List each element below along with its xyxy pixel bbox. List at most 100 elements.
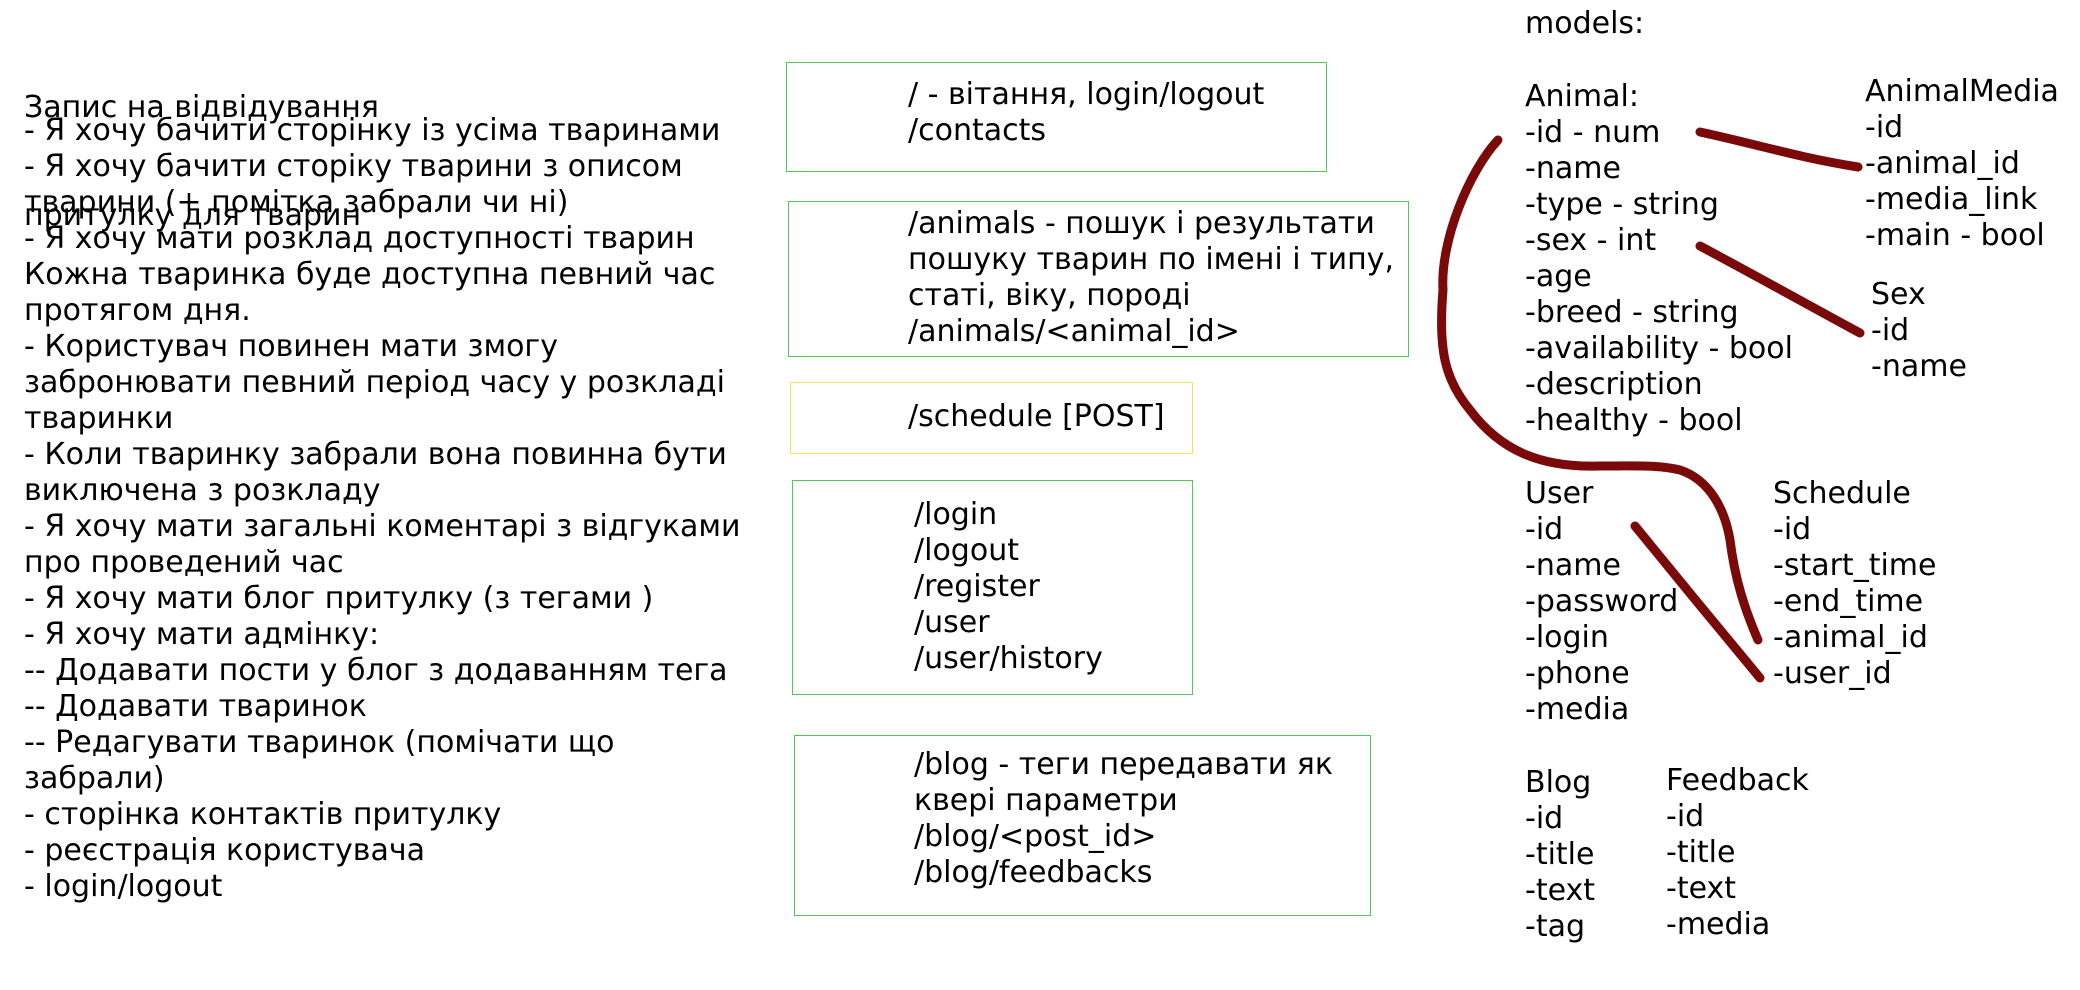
requirement-line: - сторінка контактів притулку: [24, 797, 502, 832]
route-line: /register: [914, 569, 1040, 604]
route-line: статі, віку, породі: [908, 278, 1191, 313]
entity-field: -phone: [1525, 656, 1630, 691]
route-line: /logout: [914, 533, 1019, 568]
requirement-line: - login/logout: [24, 869, 223, 904]
entity-sex: Sex-id-name: [1871, 277, 1967, 385]
entity-field: -name: [1525, 548, 1621, 583]
requirement-line: -- Додавати тваринок: [24, 689, 367, 724]
entity-field: -name: [1525, 151, 1621, 186]
entity-field: -id: [1865, 110, 1904, 145]
entity-field: -age: [1525, 259, 1592, 294]
requirement-line: - Я хочу бачити сторіку тварини з описом: [24, 149, 683, 184]
route-line: пошуку тварин по імені і типу,: [908, 242, 1394, 277]
route-box-schedule: /schedule [POST]: [790, 382, 1193, 454]
route-line: /blog/feedbacks: [914, 855, 1153, 890]
entity-field: -title: [1666, 835, 1736, 870]
entity-name: Schedule: [1773, 476, 1911, 511]
requirement-line: забрали): [24, 761, 165, 796]
entity-name: Animal:: [1525, 79, 1639, 114]
route-lines: /login/logout/register/user/user/history: [914, 497, 1103, 677]
entity-field: -animal_id: [1865, 146, 2020, 181]
route-line: /animals - пошук і результати: [908, 206, 1375, 241]
entity-field: -tag: [1525, 909, 1586, 944]
requirement-line: Кожна тваринка буде доступна певний час: [24, 257, 716, 292]
entity-field: -start_time: [1773, 548, 1937, 583]
requirement-line: -- Редагувати тваринок (помічати що: [24, 725, 615, 760]
entity-field: -end_time: [1773, 584, 1924, 619]
entity-field: -media_link: [1865, 182, 2038, 217]
requirement-line: забронювати певний період часу у розклад…: [24, 365, 725, 400]
requirements-list: - Я хочу бачити сторінку із усіма тварин…: [24, 113, 741, 905]
entity-name: Blog: [1525, 765, 1592, 800]
requirement-line: - Я хочу мати розклад доступності тварин: [24, 221, 695, 256]
entity-field: -main - bool: [1865, 218, 2045, 253]
requirement-line: -- Додавати пости у блог з додаванням те…: [24, 653, 728, 688]
entity-field: -breed - string: [1525, 295, 1739, 330]
entity-blog: Blog-id-title-text-tag: [1525, 765, 1595, 945]
requirement-line: - Коли тваринку забрали вона повинна бут…: [24, 437, 727, 472]
requirements-title-line: притулку для тварин: [24, 198, 362, 233]
entity-field: -sex - int: [1525, 223, 1657, 258]
requirement-line: - реєстрація користувача: [24, 833, 425, 868]
entity-field: -animal_id: [1773, 620, 1928, 655]
entity-animal-media: AnimalMedia-id-animal_id-media_link-main…: [1865, 74, 2059, 254]
route-line: квері параметри: [914, 783, 1178, 818]
route-line: /schedule [POST]: [908, 399, 1165, 434]
route-lines: / - вітання, login/logout/contacts: [908, 77, 1264, 149]
requirement-line: - Я хочу мати адмінку:: [24, 617, 380, 652]
entity-field: -title: [1525, 837, 1595, 872]
entity-field: -description: [1525, 367, 1703, 402]
route-line: /blog/<post_id>: [914, 819, 1157, 854]
entity-field: -media: [1666, 907, 1771, 942]
route-lines: /schedule [POST]: [908, 399, 1165, 435]
route-line: /blog - теги передавати як: [914, 747, 1333, 782]
entity-field: -id: [1525, 512, 1564, 547]
entity-name: Feedback: [1666, 763, 1809, 798]
entity-field: -healthy - bool: [1525, 403, 1743, 438]
entity-field: -id - num: [1525, 115, 1661, 150]
route-line: /contacts: [908, 113, 1047, 148]
entity-field: -id: [1773, 512, 1812, 547]
requirements-title: Запис на відвідування притулку для твари…: [24, 18, 379, 270]
route-line: /user: [914, 605, 990, 640]
requirement-line: - Я хочу мати блог притулку (з тегами ): [24, 581, 654, 616]
entity-user: User-id-name-password-login-phone-media: [1525, 476, 1678, 728]
requirements-title-line: Запис на відвідування: [24, 90, 379, 125]
models-heading: models:: [1525, 6, 1645, 41]
entity-field: -id: [1666, 799, 1705, 834]
route-box-user: /login/logout/register/user/user/history: [792, 480, 1193, 695]
route-line: /animals/<animal_id>: [908, 314, 1240, 349]
entity-name: Sex: [1871, 277, 1926, 312]
entity-name: User: [1525, 476, 1594, 511]
route-line: /user/history: [914, 641, 1103, 676]
entity-field: -text: [1666, 871, 1737, 906]
entity-name: AnimalMedia: [1865, 74, 2059, 109]
requirement-line: - Користувач повинен мати змогу: [24, 329, 558, 364]
entity-field: -type - string: [1525, 187, 1719, 222]
entity-field: -id: [1525, 801, 1564, 836]
route-box-home: / - вітання, login/logout/contacts: [786, 62, 1327, 172]
requirement-line: про проведений час: [24, 545, 344, 580]
entity-animal: Animal:-id - num-name-type - string-sex …: [1525, 79, 1793, 439]
entity-field: -text: [1525, 873, 1596, 908]
requirement-line: - Я хочу мати загальні коментарі з відгу…: [24, 509, 741, 544]
requirement-line: протягом дня.: [24, 293, 251, 328]
requirement-line: - Я хочу бачити сторінку із усіма тварин…: [24, 113, 721, 148]
entity-field: -user_id: [1773, 656, 1892, 691]
requirement-line: тварини (+ помітка забрали чи ні): [24, 185, 569, 220]
requirement-line: тваринки: [24, 401, 174, 436]
requirement-line: виключена з розкладу: [24, 473, 381, 508]
entity-field: -id: [1871, 313, 1910, 348]
entity-field: -login: [1525, 620, 1609, 655]
entity-field: -availability - bool: [1525, 331, 1793, 366]
entity-feedback: Feedback-id-title-text-media: [1666, 763, 1809, 943]
route-line: / - вітання, login/logout: [908, 77, 1265, 112]
entity-field: -media: [1525, 692, 1630, 727]
route-line: /login: [914, 497, 998, 532]
entity-schedule: Schedule-id-start_time-end_time-animal_i…: [1773, 476, 1936, 692]
entity-field: -name: [1871, 349, 1967, 384]
